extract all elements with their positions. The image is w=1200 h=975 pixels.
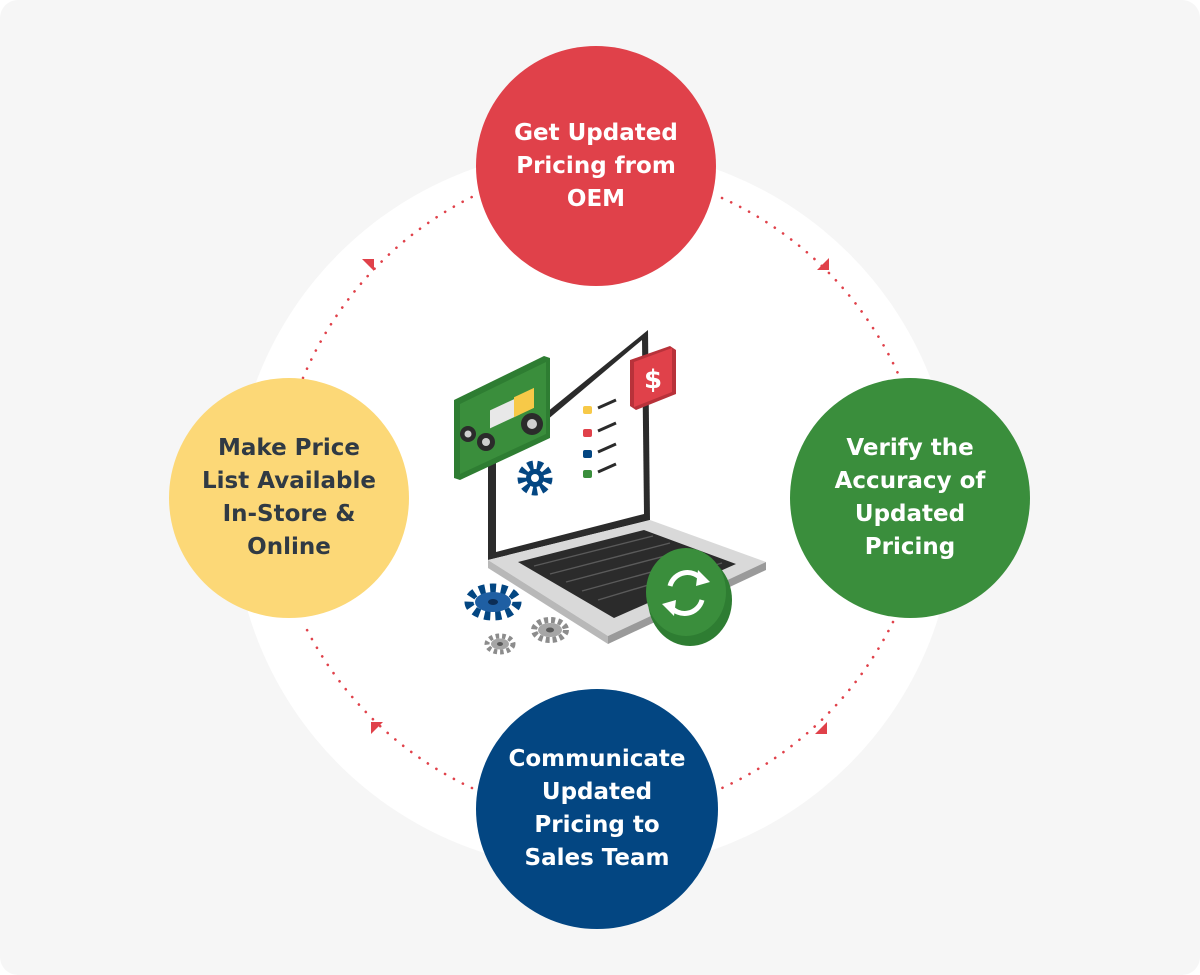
gray-gear-small-icon (484, 633, 516, 655)
connector-bottom-left (301, 620, 474, 790)
step-get-updated-pricing: Get Updated Pricing from OEM (476, 46, 716, 286)
refresh-icon (646, 548, 732, 646)
arrow-top-right (817, 258, 829, 270)
step-verify-accuracy: Verify the Accuracy of Updated Pricing (790, 378, 1030, 618)
step-verify-accuracy-label: Verify the Accuracy of Updated Pricing (834, 435, 986, 560)
step-communicate-pricing: Communicate Updated Pricing to Sales Tea… (476, 689, 718, 929)
connector-right-bottom (720, 620, 895, 790)
step-make-price-list-available-label: Make Price List Available In-Store & Onl… (202, 435, 376, 560)
laptop-illustration: $ (454, 330, 766, 655)
dollar-icon: $ (630, 346, 676, 410)
step-communicate-pricing-label: Communicate Updated Pricing to Sales Tea… (508, 746, 686, 871)
gear-icon (517, 460, 553, 496)
gray-gear-large-icon (531, 617, 569, 643)
arrow-right-bottom (815, 722, 827, 734)
arrow-bottom-left (371, 722, 383, 734)
arrow-left-top (362, 259, 374, 271)
tractor-icon (454, 356, 550, 480)
blue-gear-icon (464, 583, 522, 621)
step-get-updated-pricing-label: Get Updated Pricing from OEM (514, 119, 678, 212)
step-make-price-list-available: Make Price List Available In-Store & Onl… (169, 378, 409, 618)
svg-text:$: $ (644, 365, 662, 395)
checklist-icon (583, 398, 617, 478)
